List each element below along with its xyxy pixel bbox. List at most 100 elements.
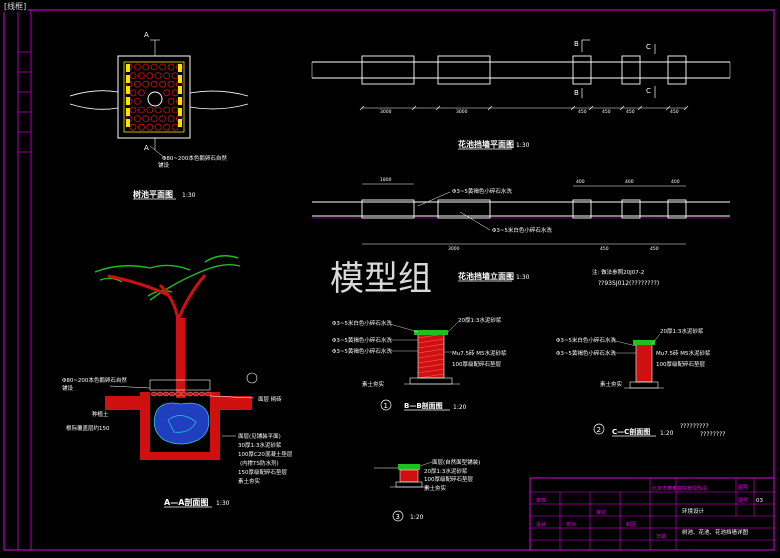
section-aa: Φ80~200本色鹅卵石自然 铺设 面层 砌砖 种植土 根际覆盖层约150 面层… [62, 254, 293, 508]
pebble [146, 123, 154, 131]
tree-pit-plan-scale: 1:30 [182, 192, 196, 199]
cc-number: 2 [597, 426, 601, 434]
elev-dim-bottom-2: 450 [600, 246, 609, 252]
tb-cell-4: 审定 [596, 509, 606, 516]
aa-pebble-note-2: 铺设 [62, 384, 74, 392]
tb-project: 北京市某某庭院景观改造 [652, 485, 707, 492]
pebble [167, 115, 175, 122]
viewport-mode-tag[interactable]: [线框] [2, 1, 29, 12]
pebble [150, 391, 158, 397]
section-marker-b-top: B [574, 40, 579, 48]
hatch-line [417, 363, 445, 369]
elev-reference-code: ??93SJ012(????????) [598, 280, 659, 287]
hatch-line [417, 353, 445, 359]
cc-note-q2: ???????? [700, 431, 725, 438]
cc-note-right-2: Mu7.5砖 M5水泥砂浆 [656, 349, 711, 357]
section-bb-title: B—B剖面图 [404, 401, 443, 410]
planter-plan-title: 花池挡墙平面图 [458, 139, 514, 149]
elev-dim-bottom-1: 3000 [448, 246, 460, 252]
planter-elevation-scale: 1:30 [516, 274, 530, 281]
tb-sheet-number: 03 [756, 498, 763, 504]
pebble [142, 80, 150, 88]
aa-soil-label: 种植土 [92, 410, 109, 418]
pebble [137, 72, 145, 79]
section-aa-title: A—A剖面图 [164, 497, 208, 507]
tree-pit-plan: A A Φ80~200本色鹅卵石自然 铺设 树池平面图 1:30 [69, 31, 249, 200]
bb-note-right-2: Mu7.5砖 M5水泥砂浆 [452, 349, 507, 357]
aa-layer-5: 150厚级配碎石垫层 [238, 468, 287, 476]
title-block: 北京市某某庭院景观改造 图号 03 图号 环境设计 树池、花池、花池挡墙详图 审… [529, 477, 775, 551]
aa-layer-3: 100厚C20混凝土垫层 [238, 450, 293, 458]
cc-note-bottom: 素土夯实 [600, 380, 623, 388]
cc-note-right-1: 20厚1:3水泥砂浆 [660, 327, 704, 335]
hatch-line [417, 338, 445, 344]
curb-stone [126, 119, 130, 127]
section-bb-scale: 1:20 [453, 404, 467, 411]
bb-note-right-3: 100厚级配碎石垫层 [452, 360, 501, 368]
section-cc: Φ3~5米白色小碎石水洗 Φ3~5黄褐色小碎石水洗 20厚1:3水泥砂浆 Mu7… [556, 327, 725, 438]
hatch-line [417, 373, 445, 379]
tb-cell-2: 设计 [536, 521, 546, 528]
pebble [198, 391, 206, 397]
dimension-tick [359, 105, 365, 111]
aa-layer-6: 素土夯实 [238, 477, 261, 485]
elev-dim-top-3: 400 [671, 179, 680, 185]
aa-layer-1: 面层(见铺装平面) [238, 432, 281, 440]
pebble [159, 63, 167, 71]
pebble [167, 63, 175, 71]
section-marker-c-bottom: C [646, 87, 651, 95]
plan-dim-4: 450 [602, 109, 611, 115]
dimension-tick [683, 105, 689, 111]
pebble [137, 89, 145, 97]
s3-note-1: 面层(自然面型铺装) [432, 458, 480, 466]
elev-top-dim: 1800 [380, 177, 392, 183]
curb-stone [126, 75, 130, 83]
pebble [186, 391, 194, 397]
curb-stone [126, 86, 130, 94]
tb-sheet-label: 图号 [738, 485, 748, 491]
section-marker-b-bottom: B [574, 89, 579, 97]
pebble [150, 80, 158, 88]
pebble [133, 80, 141, 88]
tb-sheet-label-2: 图号 [738, 498, 748, 504]
cc-note-left-2: Φ3~5黄褐色小碎石水洗 [556, 349, 616, 357]
s3-number: 3 [396, 513, 400, 521]
pebble [162, 391, 170, 397]
elev-note-white-gravel: Φ3~5米白色小碎石水洗 [492, 226, 552, 234]
curb-stone [178, 97, 182, 105]
aa-curb-label: 面层 砌砖 [258, 395, 282, 403]
bb-note-left-3: Φ3~5黄褐色小碎石水洗 [332, 347, 392, 355]
cc-note-left-1: Φ3~5米白色小碎石水洗 [556, 336, 616, 344]
curb-stone [126, 64, 130, 72]
section-3: 面层(自然面型铺装) 20厚1:3水泥砂浆 100厚级配碎石垫层 素土夯实 3 … [374, 458, 480, 522]
elev-dim-bottom-3: 450 [650, 246, 659, 252]
curb-stone [126, 108, 130, 116]
aa-layer-4: (内掺TS防水剂) [240, 459, 279, 467]
pebble [133, 115, 141, 122]
cc-note-q1: ????????? [680, 423, 709, 430]
bb-note-left-1: Φ3~5米白色小碎石水洗 [332, 319, 392, 327]
aa-radius-label: 根际覆盖层约150 [66, 424, 110, 432]
tb-cell-6: 日期 [656, 534, 666, 540]
pebble [167, 80, 175, 88]
dimension-tick [570, 105, 576, 111]
pebble [146, 106, 154, 114]
plan-dim-3: 450 [578, 109, 587, 115]
pebble [204, 391, 212, 397]
s3-note-2: 20厚1:3水泥砂浆 [424, 467, 468, 475]
plan-dim-1: 3000 [380, 109, 392, 115]
planter-elevation-title: 花池挡墙立面图 [458, 271, 514, 281]
dimension-tick [411, 105, 417, 111]
pebble [142, 63, 150, 71]
planter-wall-plan: B B C C 3000 3000 450 450 450 450 花池挡墙平面… [311, 39, 731, 150]
pebble [150, 115, 158, 122]
tb-cell-3: 校对 [566, 521, 576, 528]
dimension-tick [435, 105, 441, 111]
tb-cell-1: 审核 [536, 497, 546, 504]
cc-note-right-3: 100厚级配碎石垫层 [656, 360, 705, 368]
curb-stone [178, 119, 182, 127]
watermark: 模型组 [330, 259, 432, 299]
aa-pebble-note-1: Φ80~200本色鹅卵石自然 [62, 376, 127, 384]
hatch-line [417, 368, 445, 374]
pebble [163, 123, 171, 131]
